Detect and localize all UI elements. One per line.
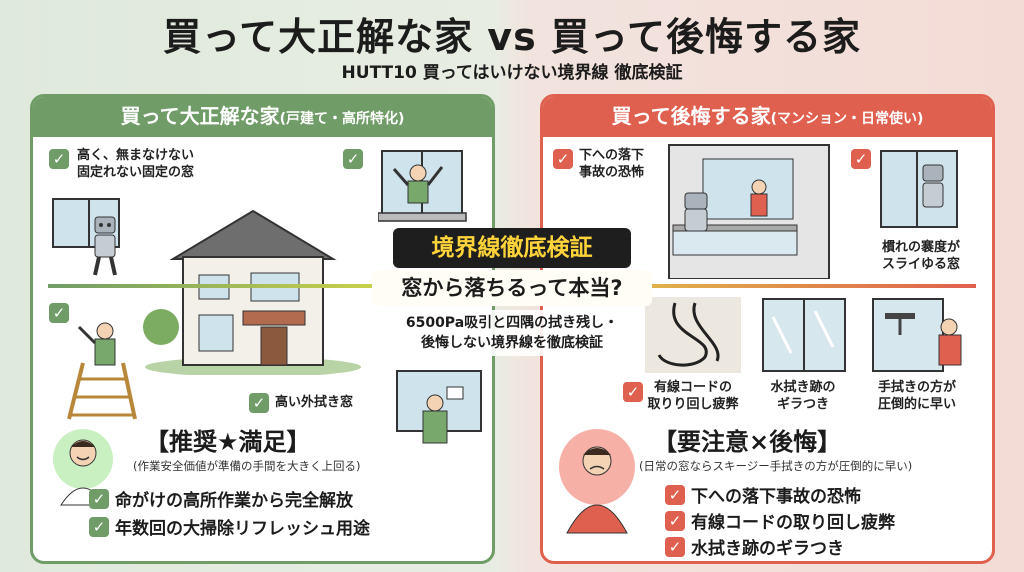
right-note-1-line1: 下への落下 [579,148,645,163]
happy-person-icon [53,429,113,506]
right-note-4-line1: 水拭き跡の [770,380,836,395]
squeegee-icon [872,298,962,372]
check-icon: ✓ [249,393,269,413]
right-bullet-2: 有線コードの取り回し疲弊 [691,513,895,533]
check-icon: ✓ [665,511,685,531]
check-icon: ✓ [49,303,69,323]
center-question: 窓から落ちるって本当? [372,270,652,306]
cord-icon [645,297,741,373]
right-bullet-1: 下への落下事故の恐怖 [691,487,861,507]
left-header-title: 買って大正解な家 [120,104,280,128]
right-note-1-line2: 事故の恐怖 [579,165,645,180]
right-bullet-3: 水拭き跡のギラつき [691,539,844,559]
left-note-1-line2: 固定れない固定の窓 [77,165,195,180]
left-note-1-line1: 高く、無まなけない [77,148,195,163]
divider-left [48,284,378,288]
center-description: 6500Pa吸引と四隅の拭き残し・ 後悔しない境界線を徹底検証 [382,310,642,356]
window-with-person-icon [378,150,467,222]
right-verdict-sub: (日常の窓ならスキージー手拭きの方が圧倒的に早い) [639,459,913,473]
robot-icon [880,150,958,228]
left-panel-header: 買って大正解な家(戸建て・高所特化) [33,97,492,137]
right-note-1: 下への落下 事故の恐怖 [579,147,644,181]
right-panel-header: 買って後悔する家(マンション・日常使い) [543,97,992,137]
right-note-4-line2: ギラつき [776,397,829,412]
window-icon [762,298,846,372]
center-desc-line2: 後悔しない境界線を徹底検証 [421,335,603,351]
check-icon: ✓ [89,517,109,537]
check-icon: ✓ [665,537,685,557]
left-bullet-1: 命がけの高所作業から完全解放 [115,491,353,511]
right-note-3-line2: 取りり回し疲弊 [647,397,739,412]
left-header-sub: (戸建て・高所特化) [279,111,405,127]
check-icon: ✓ [89,489,109,509]
right-note-4: 水拭き跡の ギラつき [757,379,849,413]
window-cleaning-icon [396,370,482,444]
balcony-icon [668,144,830,279]
right-note-2-line1: 樌れの褰度が [881,240,960,255]
worried-person-icon [559,429,635,534]
right-note-3: 有線コードの 取りり回し疲弊 [647,379,739,413]
right-note-5-line1: 手拭きの方が [877,380,956,395]
check-icon: ✓ [851,149,871,169]
right-header-sub: (マンション・日常使い) [770,111,924,127]
check-icon: ✓ [623,382,643,402]
right-verdict: 【要注意×後悔】 [653,428,842,456]
divider-right [646,284,976,288]
check-icon: ✓ [665,485,685,505]
robot-icon [52,198,120,276]
right-note-3-line1: 有線コードの [653,380,732,395]
left-note-1: 高く、無まなけない 固定れない固定の窓 [77,147,194,181]
left-verdict: 【推奨★満足】 [145,428,311,456]
right-note-2-line2: スライゆる窓 [881,257,960,272]
page-subtitle: HUTT10 買ってはいけない境界線 徹底検証 [341,63,683,83]
check-icon: ✓ [343,149,363,169]
house-icon [143,209,361,375]
check-icon: ✓ [553,149,573,169]
left-bullet-2: 年数回の大掃除リフレッシュ用途 [115,519,370,539]
center-badge: 境界線徹底検証 [393,228,631,268]
right-note-5-line2: 圧倒的に早い [877,397,956,412]
right-note-2: 樌れの褰度が スライゆる窓 [861,239,981,273]
right-header-title: 買って後悔する家 [611,104,771,128]
ladder-icon [67,322,137,420]
right-note-5: 手拭きの方が 圧倒的に早い [865,379,969,413]
left-panel: 買って大正解な家(戸建て・高所特化) ✓ 高く、無まなけない 固定れない固定の窓… [30,94,495,564]
center-desc-line1: 6500Pa吸引と四隅の拭き残し・ [405,315,619,331]
left-note-2: 高い外拭き窓 [275,395,354,410]
left-verdict-sub: (作業安全価値が準備の手間を大きく上回る) [133,459,361,473]
page-title: 買って大正解な家 vs 買って後悔する家 [162,15,862,59]
check-icon: ✓ [49,149,69,169]
